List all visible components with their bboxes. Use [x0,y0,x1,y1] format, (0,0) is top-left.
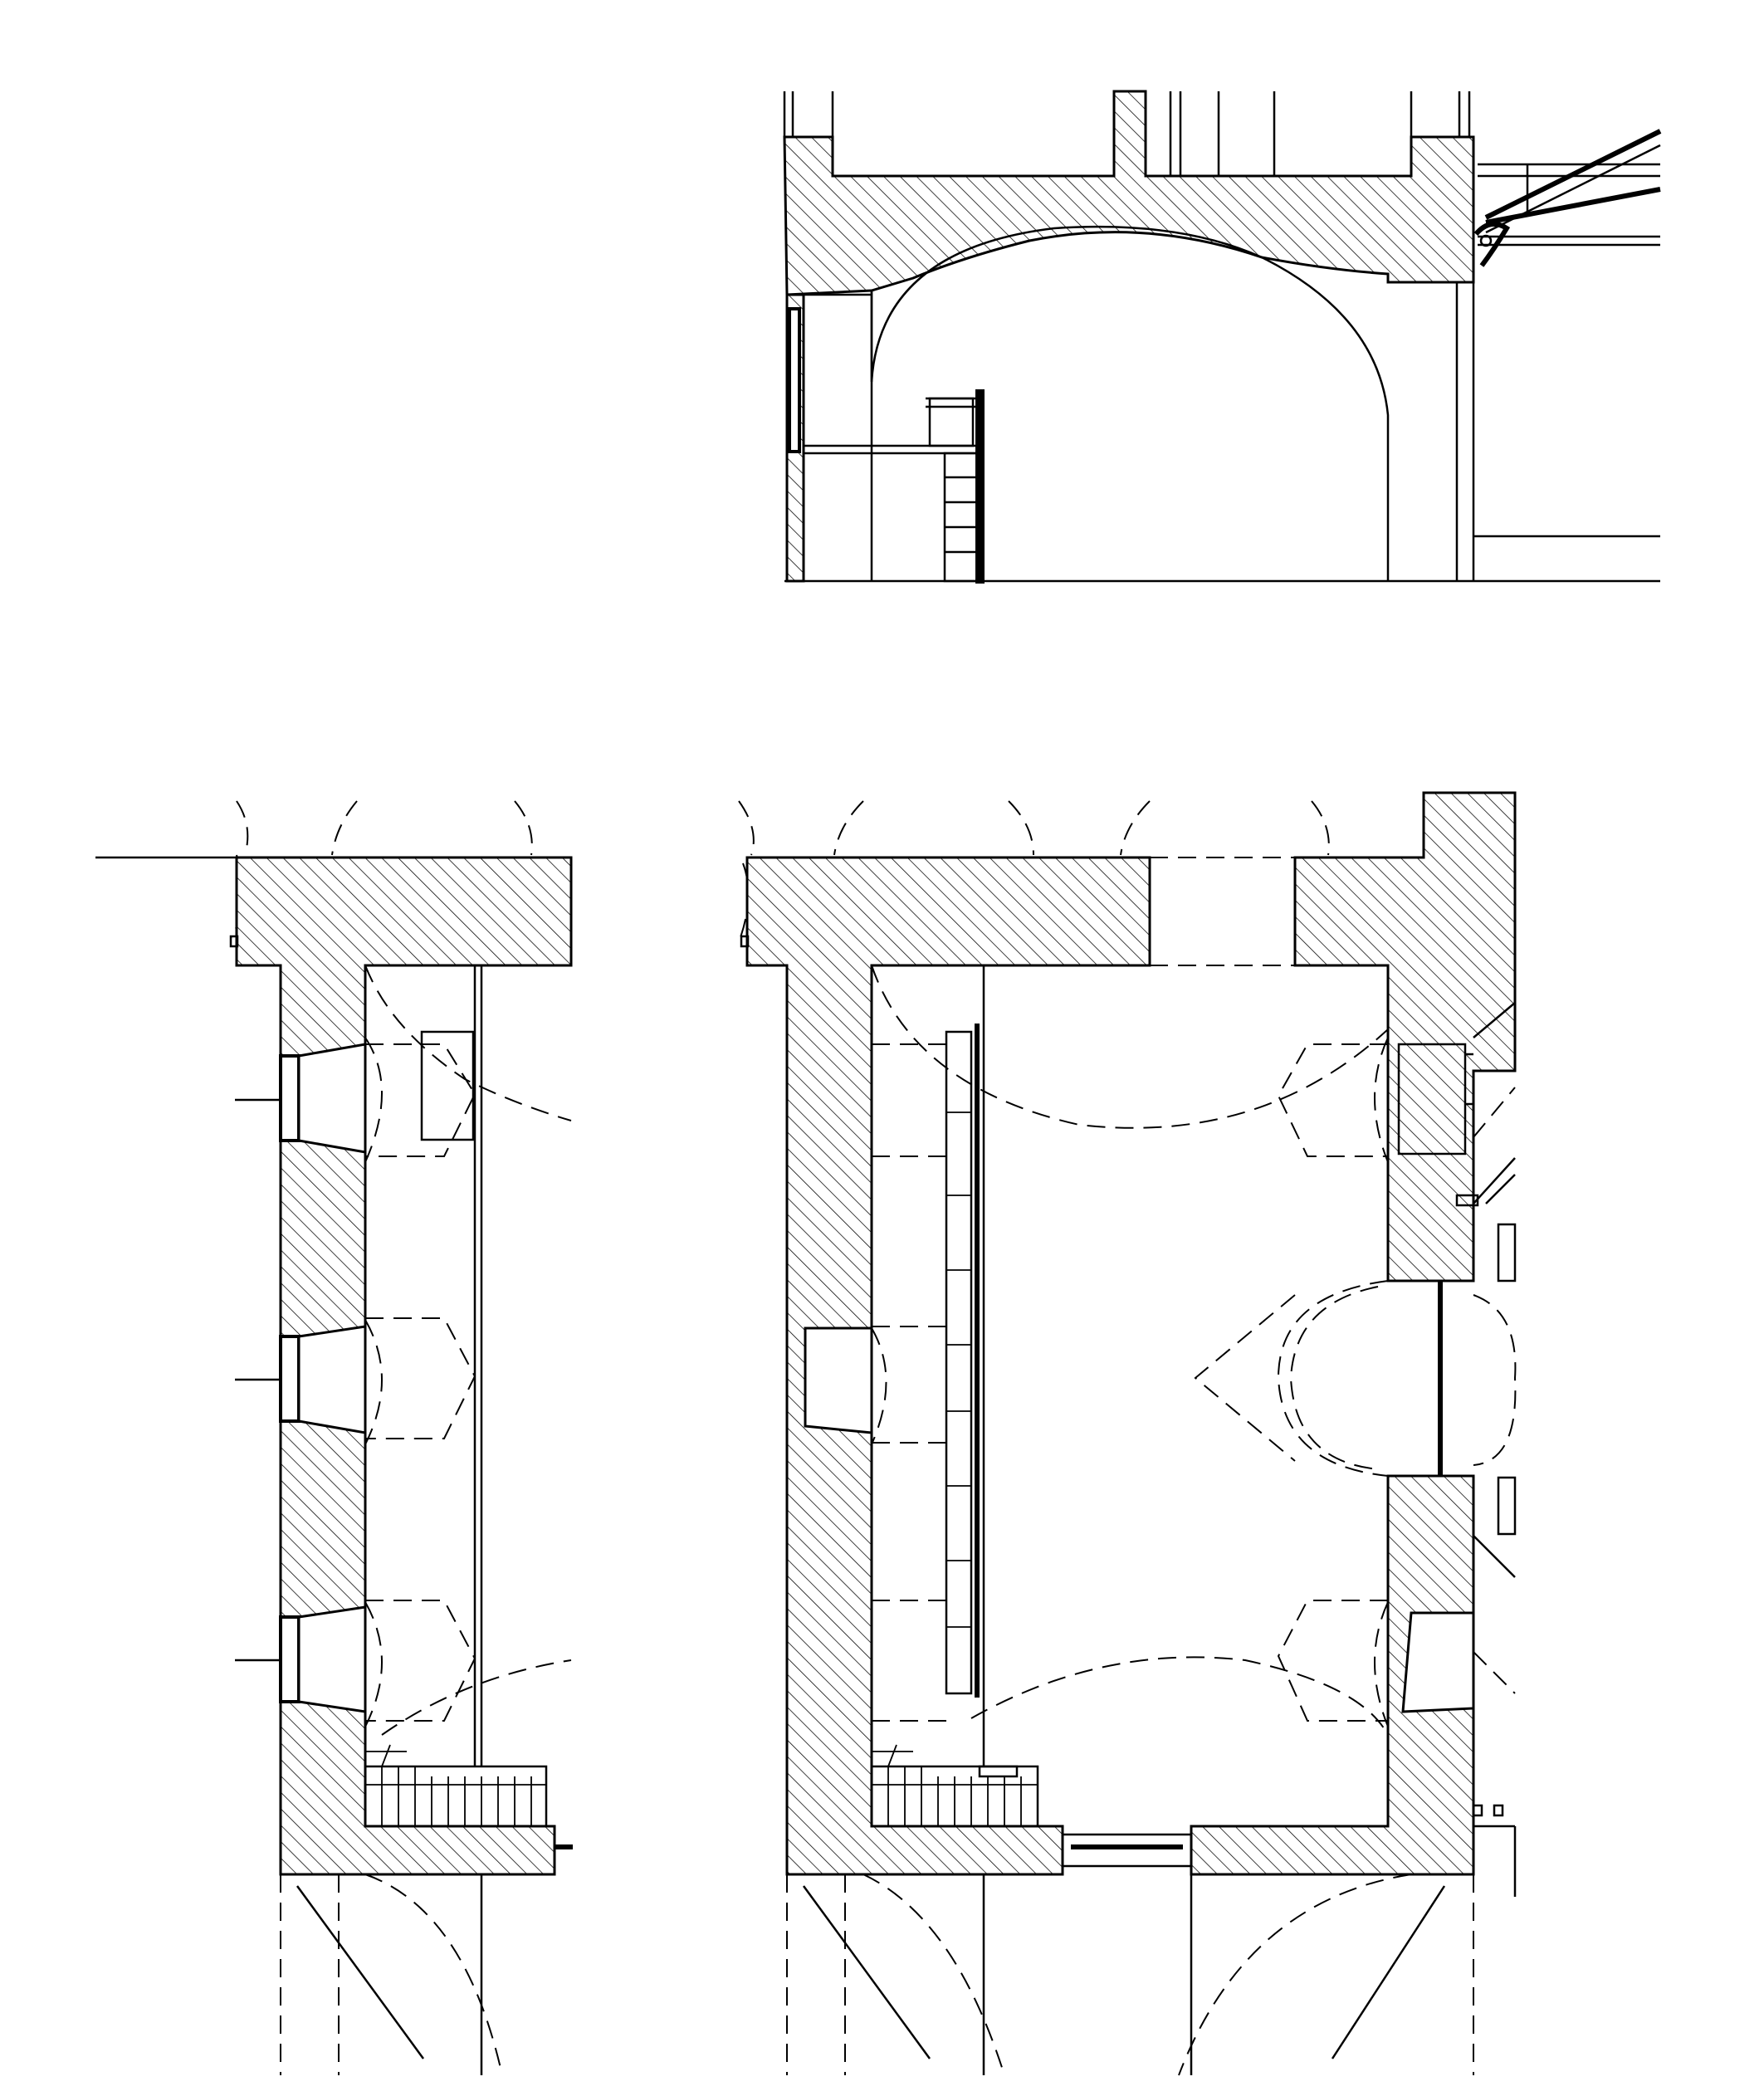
plan-left-lower [280,1874,503,2076]
plan-right-lower [786,1874,1474,2076]
plan-right-cabinet [1397,1043,1467,1155]
plan-right-wall-top-right [1293,791,1517,1283]
section-ladder [943,452,980,583]
plan-right-bottom-door [1063,1833,1191,1868]
section-roof-structure [1473,129,1662,267]
section-left-window [788,307,801,453]
section-slab [783,90,1475,296]
plan-right-stair [870,1744,1039,1828]
plan-right-side-opening [1194,1279,1517,1478]
plan-right-dashed-features [871,965,1389,1736]
plan-right [738,791,1517,2076]
section-view [783,90,1662,584]
plan-left-reveals [297,1043,367,1713]
plan-left-windows [235,1054,301,1703]
plan-left-cabinet [420,1030,475,1141]
section-upper-posts [783,91,1471,176]
plan-right-wall-left [745,856,1151,1876]
section-vault-arch [870,225,1390,581]
plan-right-exterior [1455,1002,1517,1897]
plan-left-stair [364,1744,548,1828]
plan-left-dashed-features [364,965,572,1736]
plan-right-shelving [945,965,985,1766]
plan-left [95,800,573,2076]
